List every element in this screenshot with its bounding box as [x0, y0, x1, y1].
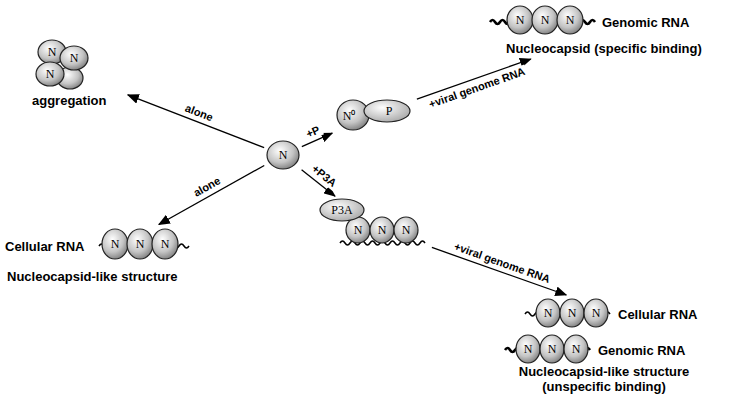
protein-letter: N⁰ [343, 109, 356, 124]
node-caption: Genomic RNA [598, 343, 685, 358]
node-caption: Nucleocapsid-like structure [7, 269, 178, 284]
edge-label: alone [182, 101, 217, 125]
reaction-arrow [128, 95, 264, 148]
n0-p-complex: N⁰ P [335, 95, 415, 133]
n-protein-shape [584, 299, 608, 327]
nucleocapsid-like-structure: Cellular RNA N N N Nucleocapsid-like structu… [3, 226, 195, 290]
node-caption: Cellular RNA [618, 307, 697, 322]
n-protein-shape [152, 229, 178, 259]
protein-letter: N [541, 13, 550, 28]
n-protein-shape [536, 299, 560, 327]
protein-letter: N [516, 13, 525, 28]
protein-letter: N [161, 237, 170, 252]
edge-label: +viral genome RNA [450, 239, 553, 286]
edge-label: +P [303, 122, 325, 141]
protein-letter: N [544, 306, 553, 321]
protein-letter: P [386, 104, 393, 119]
n-protein-shape [540, 335, 564, 363]
protein-letter: N [70, 51, 79, 66]
n-protein-shape [507, 6, 533, 34]
n-protein-shape [557, 6, 583, 34]
aggregate-cluster: NNNaggregation [30, 38, 125, 113]
protein-letter: N [111, 237, 120, 252]
n-protein-shape [102, 229, 128, 259]
protein-letter: N [378, 223, 387, 238]
node-caption: Nucleocapsid-like structure (unspecific … [498, 364, 710, 394]
protein-letter: N [354, 223, 363, 238]
n-protein-shape [127, 229, 153, 259]
n-protein-shape [560, 299, 584, 327]
n-protein-shape [60, 46, 88, 70]
edge-label: +viral genome RNA [425, 64, 529, 111]
n-protein-shape [267, 141, 299, 169]
cellular-rna-complex: NNNCellular RNA [520, 296, 720, 332]
node-caption: Genomic RNA [602, 15, 689, 30]
protein-letter: P3A [331, 203, 352, 218]
n-protein-shape [36, 62, 64, 86]
edge-label: alone [190, 173, 225, 200]
protein-letter: N [524, 342, 533, 357]
genomic-rna-complex: NNNGenomic RNANucleocapsid-like structur… [490, 334, 740, 400]
n-protein-shape [337, 100, 369, 130]
nucleocapsid: N N N Genomic RNA Nucleocapsid (specific bin… [488, 2, 738, 58]
protein-letter: N [572, 342, 581, 357]
node-caption: Nucleocapsid (specific binding) [506, 41, 702, 56]
n-protein: N [266, 140, 300, 170]
protein-letter: N [566, 13, 575, 28]
protein-letter: N [48, 45, 57, 60]
protein-letter: N [46, 67, 55, 82]
protein-letter: N [279, 148, 288, 163]
node-caption: aggregation [32, 93, 106, 108]
protein-letter: N [548, 342, 557, 357]
phosphoprotein-shape [364, 100, 410, 122]
edge-label: +P3A [307, 161, 340, 191]
n-protein-shape [532, 6, 558, 34]
node-caption: Cellular RNA [5, 239, 84, 254]
protein-letter: N [402, 223, 411, 238]
protein-letter: N [136, 237, 145, 252]
n-protein-shape [564, 335, 588, 363]
reaction-arrow [159, 165, 264, 224]
n-protein-shape [370, 217, 394, 243]
phosphoprotein-shape [320, 199, 364, 221]
n-protein-shape [394, 217, 418, 243]
protein-letter: N [568, 306, 577, 321]
p3a-n-complex: P3ANNN [318, 198, 430, 256]
n-protein-shape [516, 335, 540, 363]
protein-letter: N [592, 306, 601, 321]
